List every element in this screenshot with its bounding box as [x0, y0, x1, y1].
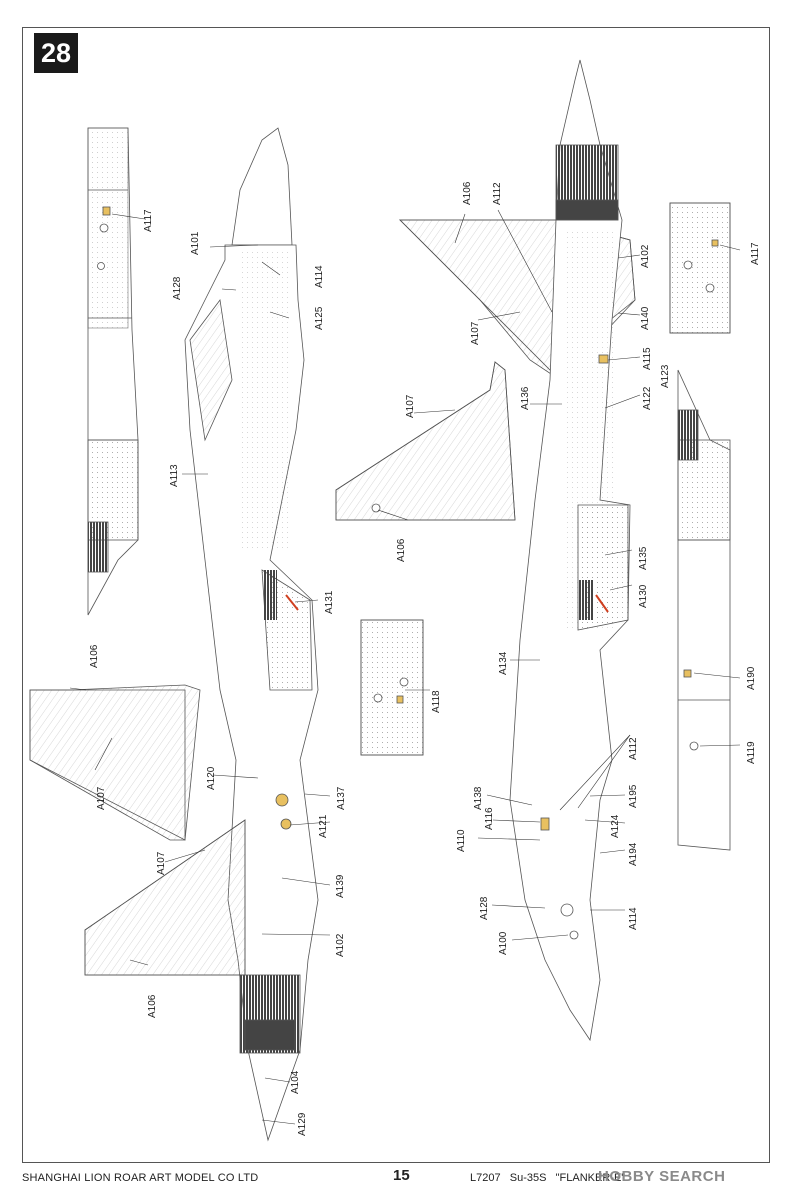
callout-a106: A106 [89, 644, 100, 668]
callout-a134: A134 [498, 651, 509, 675]
callout-a124: A124 [610, 814, 621, 838]
callout-a106: A106 [147, 994, 158, 1018]
callout-a120: A120 [206, 766, 217, 790]
callout-a139: A139 [335, 874, 346, 898]
callout-a107: A107 [405, 394, 416, 418]
callout-a137: A137 [336, 786, 347, 810]
callout-a122: A122 [642, 386, 653, 410]
callout-a107: A107 [96, 786, 107, 810]
callout-a129: A129 [297, 1112, 308, 1136]
callout-a136: A136 [520, 386, 531, 410]
callout-a135: A135 [638, 546, 649, 570]
callout-a100: A100 [498, 931, 509, 955]
leader-lines [69, 209, 741, 1125]
callout-a195: A195 [628, 784, 639, 808]
callout-a112: A112 [628, 737, 639, 760]
callout-a106: A106 [396, 538, 407, 562]
center-wing-detail [335, 361, 516, 521]
callout-a121: A121 [318, 814, 329, 838]
callout-a107: A107 [470, 321, 481, 345]
callout-a107: A107 [156, 851, 167, 875]
callout-a102: A102 [335, 933, 346, 957]
kit-code: L7207 [470, 1172, 501, 1184]
footer-company: SHANGHAI LION ROAR ART MODEL CO LTD [22, 1172, 259, 1184]
callout-a117: A117 [750, 242, 761, 265]
left-profile-strip [87, 127, 139, 616]
callout-a130: A130 [638, 584, 649, 608]
callout-a101: A101 [190, 231, 201, 255]
callout-a110: A110 [456, 829, 467, 852]
callout-a115: A115 [642, 347, 653, 370]
callout-a114: A114 [314, 265, 325, 288]
center-profile-detail [360, 619, 424, 756]
callout-a112: A112 [492, 182, 503, 205]
callout-a125: A125 [314, 306, 325, 330]
callout-a128: A128 [479, 896, 490, 920]
callout-a113: A113 [169, 464, 180, 487]
callout-a102: A102 [640, 244, 651, 268]
callout-a131: A131 [324, 590, 335, 614]
callout-a116: A116 [484, 807, 495, 830]
callout-a117: A117 [143, 209, 154, 232]
watermark: HOBBY SEARCH [598, 1168, 726, 1185]
left-top-view-aircraft [29, 127, 319, 1142]
callout-a194: A194 [628, 842, 639, 866]
callout-a138: A138 [473, 786, 484, 810]
callout-a119: A119 [746, 741, 757, 764]
step-number-badge: 28 [34, 33, 78, 73]
callout-a140: A140 [640, 306, 651, 330]
callout-a106: A106 [462, 181, 473, 205]
footer-kit-info: L7207 Su-35S "FLANKER-E" [470, 1172, 625, 1184]
right-profile-strip [677, 369, 731, 851]
page-border [22, 27, 770, 1163]
callout-a190: A190 [746, 666, 757, 690]
callout-a128: A128 [172, 276, 183, 300]
right-bottom-view-aircraft [399, 59, 636, 1042]
callout-a104: A104 [290, 1070, 301, 1094]
right-top-profile-detail [669, 202, 731, 334]
callout-labels: A117 A101 A128 A114 A125 A113 A131 A106 … [89, 181, 761, 1136]
callout-a118: A118 [431, 690, 442, 713]
page-number: 15 [393, 1167, 410, 1184]
callout-a123: A123 [660, 364, 671, 388]
callout-a114: A114 [628, 907, 639, 930]
model-name: Su-35S [509, 1172, 547, 1184]
aircraft-name: "FLANKER-E" [555, 1172, 626, 1184]
